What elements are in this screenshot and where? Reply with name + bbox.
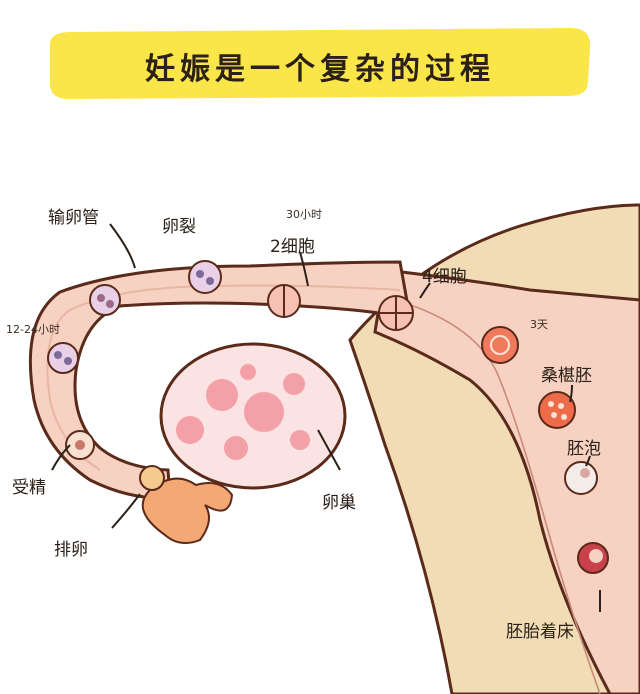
zygote [47,342,79,374]
eight-cell-embryo [481,326,519,364]
label-cleavage: 卵裂 [162,217,196,237]
label-two-cell: 2细胞 [270,237,315,257]
label-blastocyst: 胚泡 [567,439,601,459]
ovary-follicle [244,392,284,432]
label-implantation: 胚胎着床 [506,622,574,642]
label-ovulation: 排卵 [54,540,88,560]
blastocyst-cell [564,461,598,495]
two-cell-embryo [267,284,301,318]
page-title: 妊娠是一个复杂的过程 [145,52,495,87]
implanted-embryo [577,542,609,574]
ovary-follicle [290,430,310,450]
title-banner [49,28,591,100]
uterine-lining [394,299,601,694]
label-fertilization: 受精 [12,478,46,498]
morula-cell [538,391,576,429]
label-morula: 桑椹胚 [541,366,592,386]
label-day-3: 3天 [530,318,548,331]
ovulated-egg [139,465,165,491]
label-time-12-24h: 12-24小时 [6,323,60,336]
ovary-follicle [176,416,204,444]
label-fallopian-tube: 输卵管 [48,208,99,228]
ovary-follicle [206,379,238,411]
ovary-follicle [240,364,256,380]
cleavage-cell [188,260,222,294]
fertilized-egg [65,430,95,460]
label-ovary: 卵巢 [322,493,356,513]
uterine-cavity [373,268,640,694]
four-cell-embryo [378,295,414,331]
fimbriae [141,477,234,545]
label-four-cell: 4细胞 [422,267,467,287]
label-time-30h: 30小时 [286,208,322,221]
ovary-follicle [224,436,248,460]
ovary-follicle [283,373,305,395]
early-cleavage-cell [89,284,121,316]
